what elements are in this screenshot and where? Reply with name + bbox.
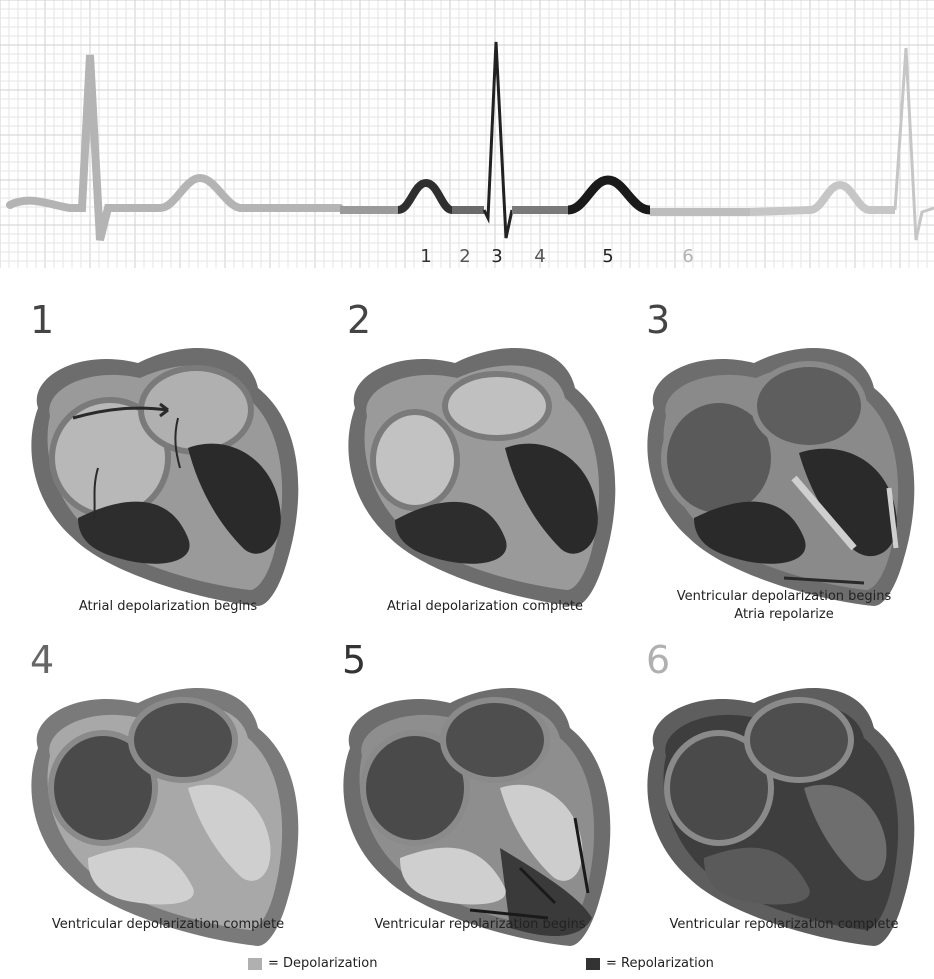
heart-illustration (18, 678, 318, 948)
repolarization-label: = Repolarization (606, 956, 714, 971)
panel-1: 1 Atrial depolarization begins (18, 300, 318, 635)
legend-depolarization: = Depolarization (248, 956, 377, 971)
caption-line-1: Ventricular depolarization complete (8, 916, 328, 934)
depolarization-swatch (248, 958, 262, 970)
heart-illustration (18, 338, 318, 608)
panel-5: 5 Ventricular repolarization begins (330, 640, 630, 975)
heart-illustration (634, 678, 934, 948)
caption-line-1: Atrial depolarization complete (325, 598, 645, 616)
ecg-stage-label-5: 5 (602, 246, 613, 267)
panel-caption: Ventricular depolarization begins Atria … (624, 588, 934, 624)
caption-line-2: Atria repolarize (624, 606, 934, 624)
ecg-stage-label-6: 6 (682, 246, 693, 267)
depolarization-label: = Depolarization (268, 956, 377, 971)
caption-line-1: Atrial depolarization begins (8, 598, 328, 616)
heart-illustration (634, 338, 934, 608)
panel-number: 2 (347, 298, 371, 342)
panel-caption: Atrial depolarization complete (325, 598, 645, 616)
ecg-grid (0, 0, 934, 268)
panel-caption: Ventricular repolarization complete (624, 916, 934, 934)
ecg-strip: 1 2 3 4 5 6 (0, 0, 934, 270)
panel-number: 4 (30, 638, 54, 682)
ecg-stage-label-3: 3 (491, 246, 502, 267)
panel-number: 1 (30, 298, 54, 342)
ecg-stage-label-4: 4 (534, 246, 545, 267)
caption-line-1: Ventricular repolarization begins (320, 916, 640, 934)
panel-3: 3 Ventricular depolarization begins Atri… (634, 300, 934, 635)
panel-caption: Ventricular repolarization begins (320, 916, 640, 934)
caption-line-1: Ventricular depolarization begins (624, 588, 934, 606)
repolarization-swatch (586, 958, 600, 970)
panel-number: 3 (646, 298, 670, 342)
caption-line-1: Ventricular repolarization complete (624, 916, 934, 934)
panel-2: 2 Atrial depolarization complete (335, 300, 635, 635)
legend-repolarization: = Repolarization (586, 956, 714, 971)
panel-4: 4 Ventricular depolarization complete (18, 640, 318, 975)
panel-caption: Ventricular depolarization complete (8, 916, 328, 934)
panel-number: 6 (646, 638, 670, 682)
panel-caption: Atrial depolarization begins (8, 598, 328, 616)
ecg-stage-label-2: 2 (459, 246, 470, 267)
heart-illustration (330, 678, 630, 948)
heart-illustration (335, 338, 635, 608)
panel-6: 6 Ventricular repolarization complete (634, 640, 934, 975)
ecg-stage-label-1: 1 (420, 246, 431, 267)
panel-number: 5 (342, 638, 366, 682)
